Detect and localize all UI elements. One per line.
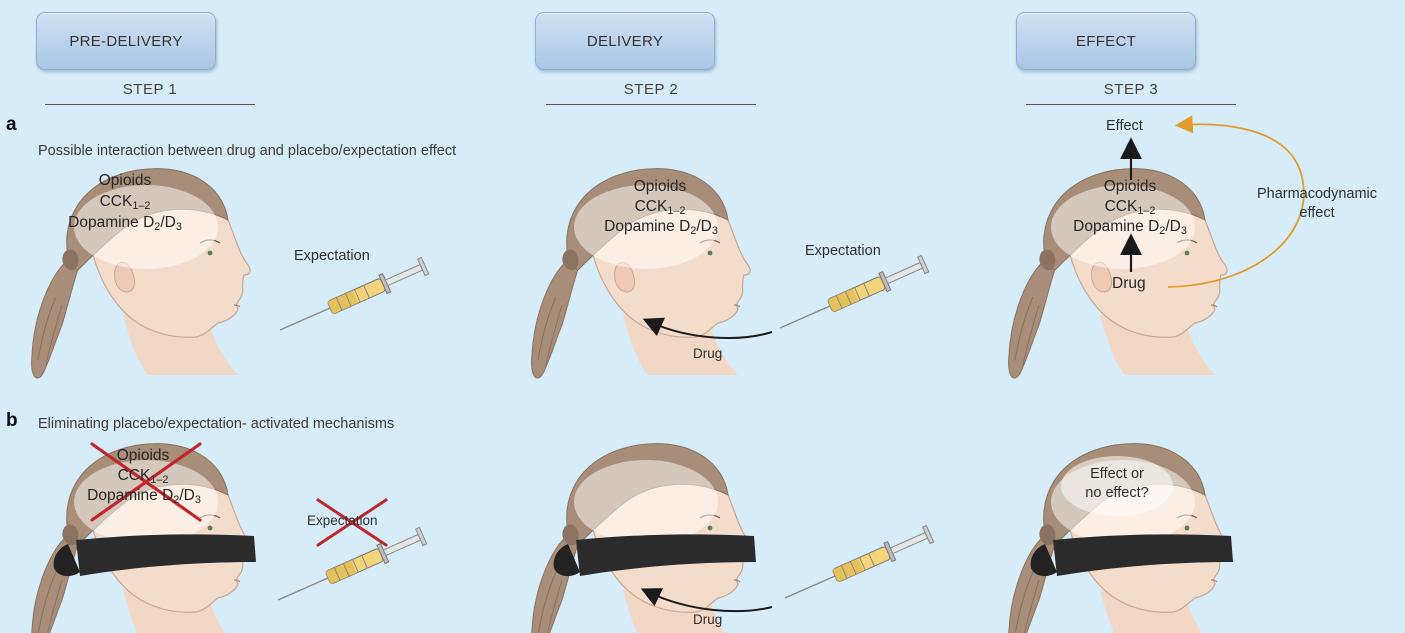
a1-opioids: Opioids [70, 172, 180, 190]
a3-pharmacodynamic-line2: effect [1232, 205, 1402, 221]
a3-cck: CCK1–2 [1075, 198, 1185, 217]
a3-drug: Drug [1112, 275, 1146, 293]
syringe-b-step2 [785, 525, 934, 598]
a2-opioids: Opioids [605, 178, 715, 196]
syringe-a-step1 [280, 257, 429, 330]
a2-drug: Drug [693, 346, 722, 361]
b3-effect-q-line1: Effect or [1062, 466, 1172, 482]
a2-dopamine: Dopamine D2/D3 [583, 218, 739, 237]
b1-expectation: Expectation [307, 513, 378, 528]
b3-effect-q-line2: no effect? [1062, 485, 1172, 501]
a3-pharmacodynamic-line1: Pharmacodynamic [1232, 186, 1402, 202]
a3-effect: Effect [1106, 118, 1143, 134]
b1-dopamine: Dopamine D2/D3 [66, 487, 222, 506]
a2-expectation: Expectation [805, 243, 881, 259]
syringe-a-step2 [780, 255, 929, 328]
a1-dopamine: Dopamine D2/D3 [50, 214, 200, 233]
a1-cck: CCK1–2 [70, 193, 180, 212]
a3-opioids: Opioids [1075, 178, 1185, 196]
b1-cck: CCK1–2 [88, 467, 198, 486]
a2-cck: CCK1–2 [605, 198, 715, 217]
syringe-b-step1 [278, 527, 427, 600]
a3-dopamine: Dopamine D2/D3 [1052, 218, 1208, 237]
b1-opioids: Opioids [88, 447, 198, 465]
a1-expectation: Expectation [294, 248, 370, 264]
b2-drug: Drug [693, 612, 722, 627]
